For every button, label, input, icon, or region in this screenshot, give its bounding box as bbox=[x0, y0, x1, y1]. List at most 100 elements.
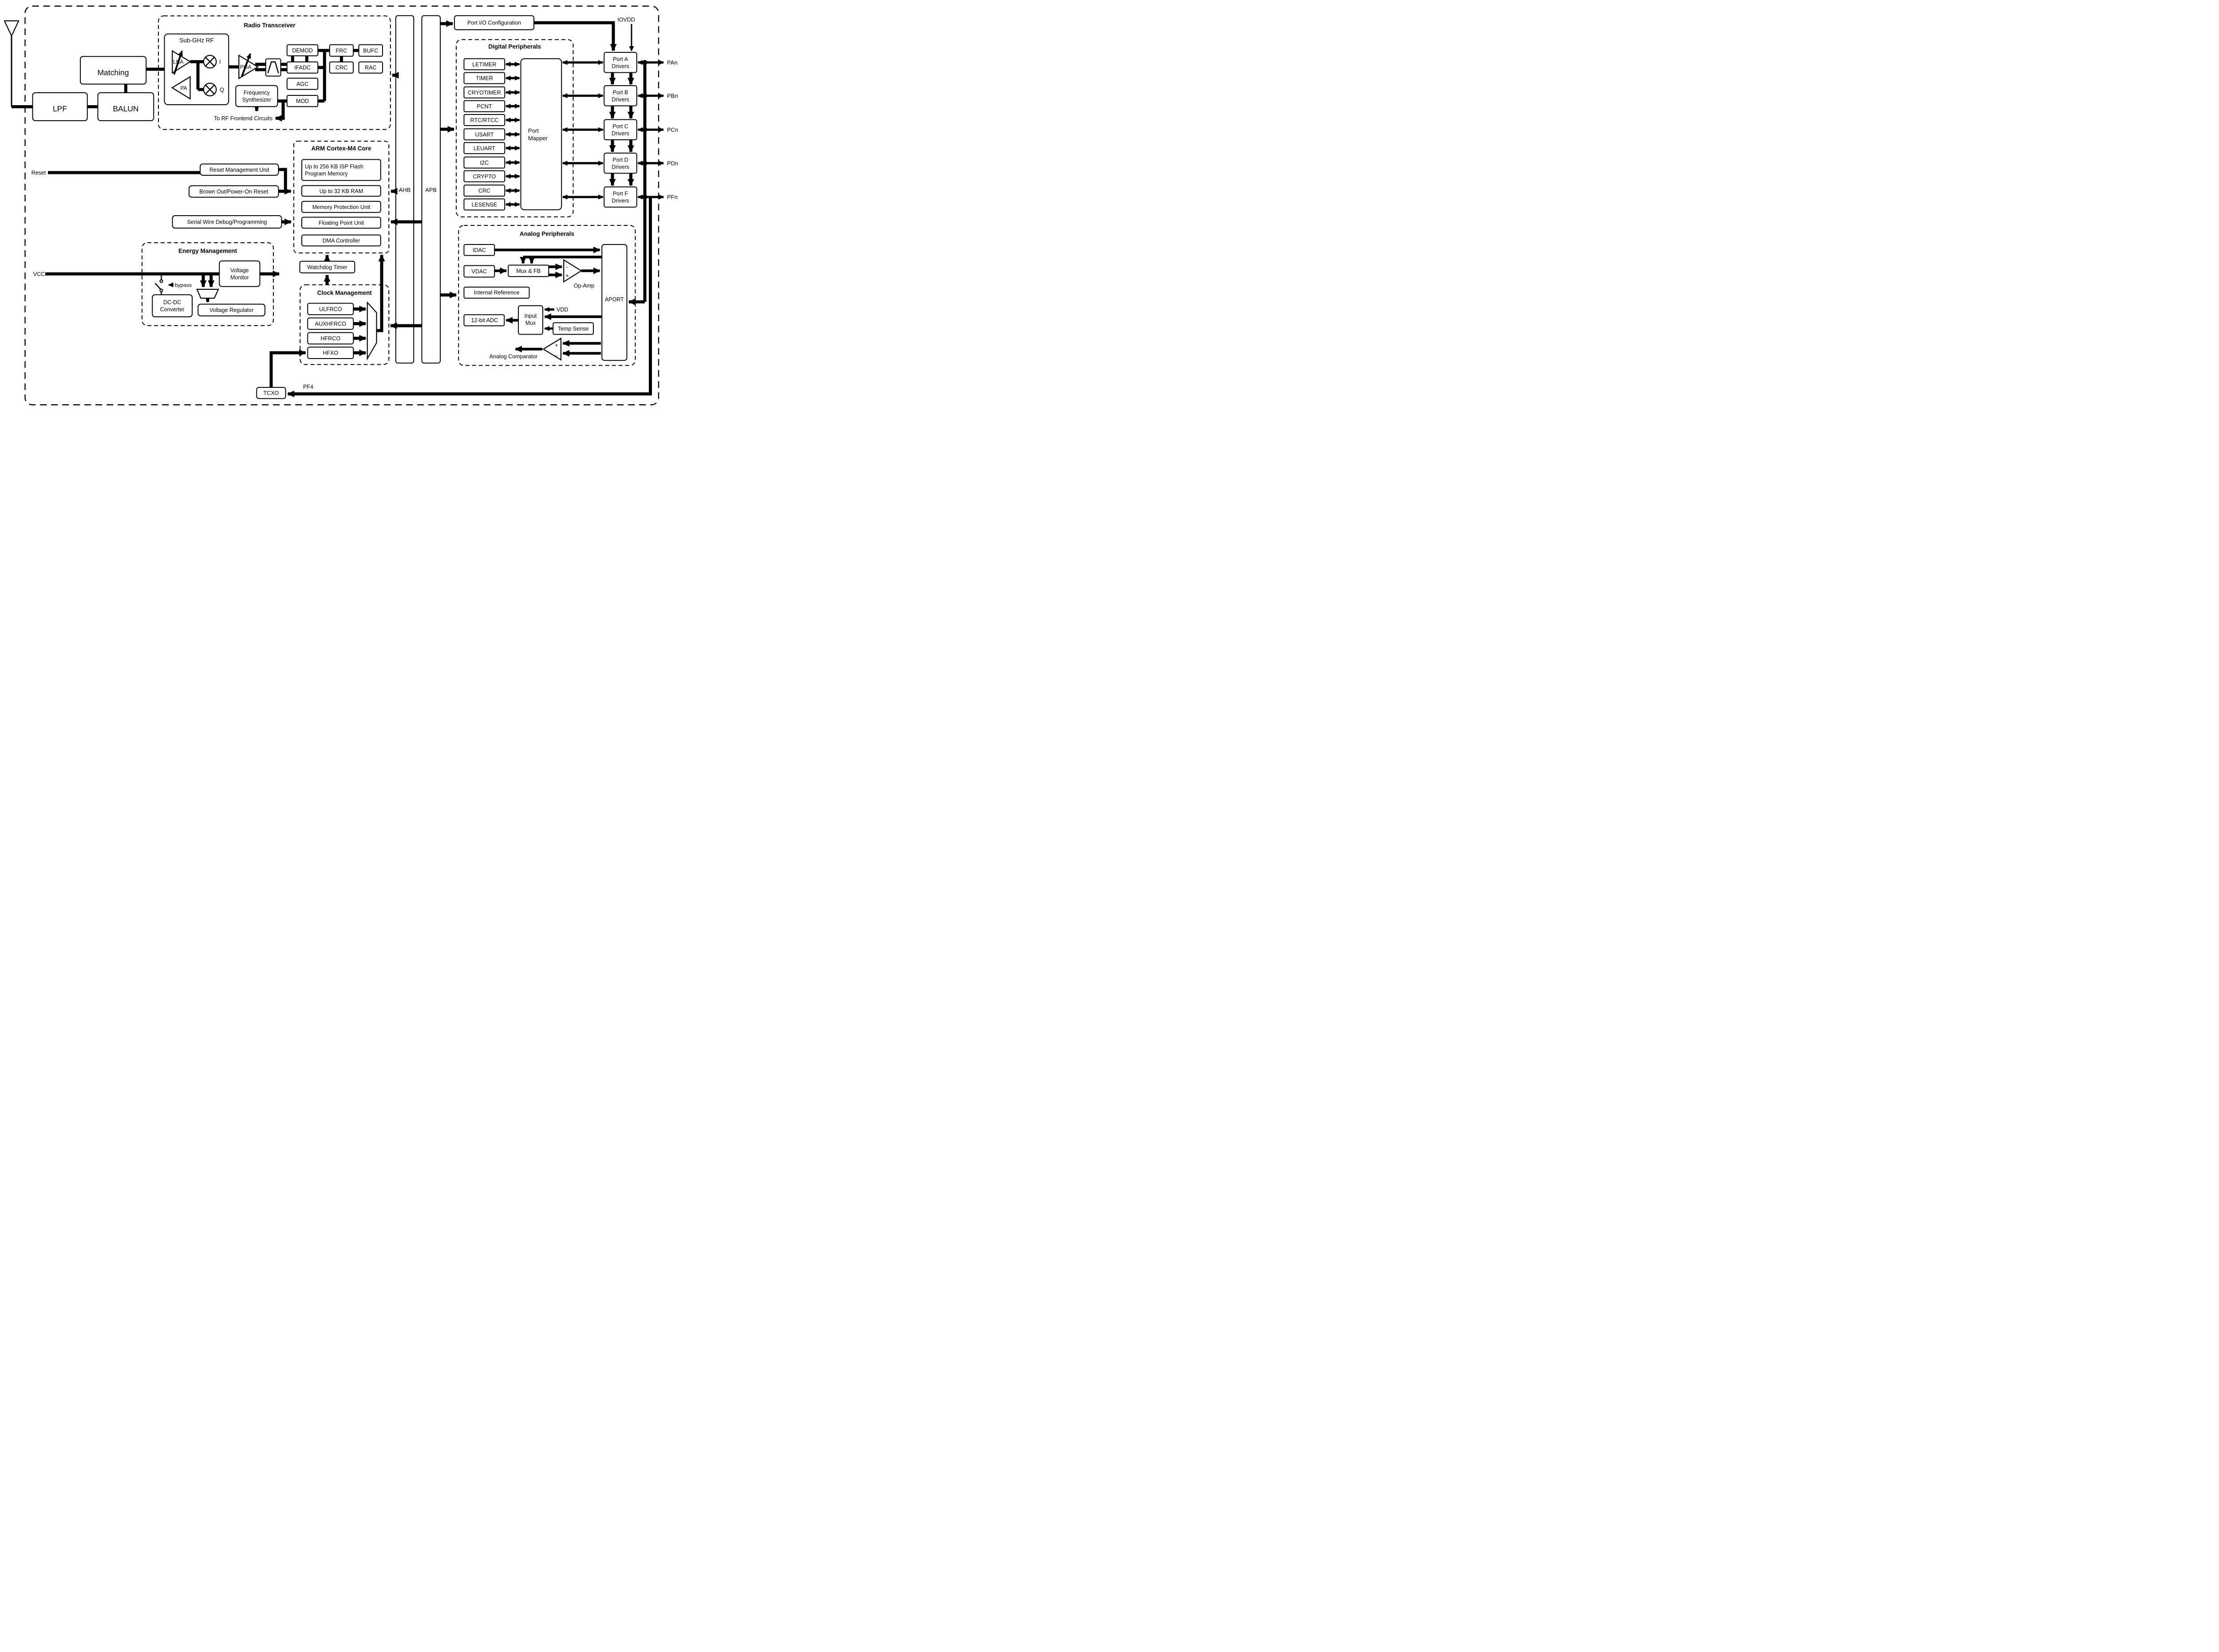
clock-management-region bbox=[300, 284, 390, 365]
tcxo-label: TCXO bbox=[264, 390, 279, 396]
comparator-minus-label: - bbox=[556, 352, 557, 359]
matching-label: Matching bbox=[97, 68, 129, 77]
dcdc-converter-box bbox=[152, 294, 193, 317]
pdn-junction-dot bbox=[642, 161, 648, 166]
ifadc-label: IFADC bbox=[294, 65, 311, 71]
port-d-label-line2: Drivers bbox=[612, 164, 629, 170]
mixer-q-label: Q bbox=[220, 87, 224, 93]
port-mapper-label-line2: Mapper bbox=[528, 135, 548, 142]
pcn-junction-dot bbox=[642, 127, 648, 132]
pfn-pin-label: PFn bbox=[667, 194, 678, 201]
digital-peripherals-region bbox=[456, 39, 574, 217]
radio-transceiver-region bbox=[158, 15, 391, 130]
demod-box bbox=[286, 44, 319, 56]
vdac-label: VDAC bbox=[472, 268, 487, 275]
cryotimer-label: CRYOTIMER bbox=[468, 90, 501, 96]
antenna-icon bbox=[4, 20, 20, 37]
mixer-i-icon bbox=[203, 55, 217, 69]
auxhfrco-box bbox=[307, 317, 354, 330]
lesense-label: LESENSE bbox=[472, 201, 497, 208]
cryotimer-box bbox=[463, 86, 505, 99]
clock-title: Clock Management bbox=[317, 290, 372, 296]
frc-box bbox=[329, 44, 354, 57]
radio-title: Radio Transceiver bbox=[244, 22, 296, 29]
subghz-label: Sub-GHz RF bbox=[179, 37, 213, 44]
rac-label: RAC bbox=[365, 65, 376, 71]
frc-label: FRC bbox=[336, 47, 347, 54]
port-f-label-line2: Drivers bbox=[612, 198, 629, 204]
pcn-pin-label: PCn bbox=[667, 126, 678, 133]
matching-box bbox=[80, 56, 147, 85]
leuart-label: LEUART bbox=[474, 145, 495, 151]
port-c-label-line1: Port C bbox=[612, 123, 628, 130]
comparator-plus-label: + bbox=[555, 342, 558, 348]
crc-box bbox=[463, 185, 505, 197]
tcxo-box bbox=[256, 387, 286, 399]
usart-label: USART bbox=[475, 131, 494, 138]
adc-label: 12-bit ADC bbox=[471, 317, 498, 323]
dcdc-label-line1: DC-DC bbox=[163, 300, 181, 306]
mux-fb-box bbox=[508, 264, 549, 277]
mod-label: MOD bbox=[296, 98, 309, 104]
auxhfrco-label: AUXHFRCO bbox=[315, 321, 346, 327]
pan-pin-label: PAn bbox=[667, 59, 678, 66]
port-mapper-label-line1: Port bbox=[528, 127, 539, 134]
port-a-label-line2: Drivers bbox=[612, 63, 629, 69]
apb-label: APB bbox=[425, 187, 437, 193]
input-mux-label-line1: Input bbox=[525, 313, 537, 319]
mpu-label: Memory Protection Unit bbox=[312, 204, 371, 210]
temp-sense-box bbox=[553, 322, 594, 335]
port-a-label-line1: Port A bbox=[613, 56, 628, 62]
usart-box bbox=[463, 128, 505, 141]
dma-label: DMA Controller bbox=[323, 237, 360, 244]
idac-label: IDAC bbox=[473, 247, 486, 253]
regulator-funnel-icon bbox=[196, 288, 219, 299]
i2c-box bbox=[463, 156, 505, 169]
voltage-monitor-box bbox=[219, 260, 261, 287]
chip-boundary bbox=[24, 5, 659, 406]
pfn-junction-dot bbox=[642, 194, 648, 200]
crc-label: CRC bbox=[478, 188, 490, 194]
energy-title: Energy Management bbox=[178, 248, 237, 254]
timer-label: TIMER bbox=[476, 75, 493, 82]
port-f-drivers-box bbox=[604, 186, 637, 208]
radio-internal-wires bbox=[190, 49, 399, 122]
pga-gain-arrow-icon bbox=[241, 53, 251, 77]
fpu-box bbox=[301, 217, 381, 229]
watchdog-clock-wires bbox=[269, 197, 652, 398]
ram-box bbox=[301, 185, 381, 197]
pbn-pin-label: PBn bbox=[667, 92, 678, 99]
opamp-label: Op-Amp bbox=[574, 283, 595, 289]
pcnt-label: PCNT bbox=[477, 103, 492, 110]
balun-box bbox=[97, 92, 154, 121]
opamp-icon bbox=[563, 259, 582, 283]
clock-mux-icon bbox=[367, 301, 377, 361]
pa-label: PA bbox=[180, 85, 187, 91]
lna-gain-arrow-icon bbox=[173, 50, 183, 75]
analog-peripherals-region bbox=[458, 225, 636, 366]
vdac-box bbox=[463, 265, 495, 278]
reset-management-unit-box bbox=[200, 163, 279, 176]
radio-crc-box bbox=[329, 61, 354, 74]
ulfrco-box bbox=[307, 303, 354, 315]
mixer-q-icon bbox=[203, 83, 217, 97]
port-c-drivers-box bbox=[604, 119, 637, 140]
freq-synth-label-line2: Synthesizer bbox=[242, 97, 271, 103]
port-a-drivers-box bbox=[604, 52, 637, 73]
pan-junction-dot bbox=[642, 60, 648, 65]
port-b-drivers-box bbox=[604, 85, 637, 106]
input-mux-box bbox=[518, 305, 543, 335]
flash-label-line1: Up to 256 KB ISP Flash bbox=[305, 164, 363, 170]
balun-label: BALUN bbox=[113, 104, 138, 113]
voltage-monitor-label-line1: Voltage bbox=[230, 267, 249, 273]
to-rf-frontend-label: To RF Frontend Circuits bbox=[214, 115, 272, 122]
crypto-label: CRYPTO bbox=[473, 173, 496, 180]
timer-box bbox=[463, 72, 505, 84]
reset-and-debug-wires bbox=[48, 168, 292, 225]
hfrco-box bbox=[307, 332, 354, 345]
lpf-box bbox=[32, 92, 88, 121]
lpf-label: LPF bbox=[53, 104, 67, 113]
serial-wire-label: Serial Wire Debug/Programming bbox=[187, 219, 267, 225]
apb-bus-bar bbox=[421, 15, 441, 364]
mux-fb-label: Mux & FB bbox=[516, 268, 541, 274]
